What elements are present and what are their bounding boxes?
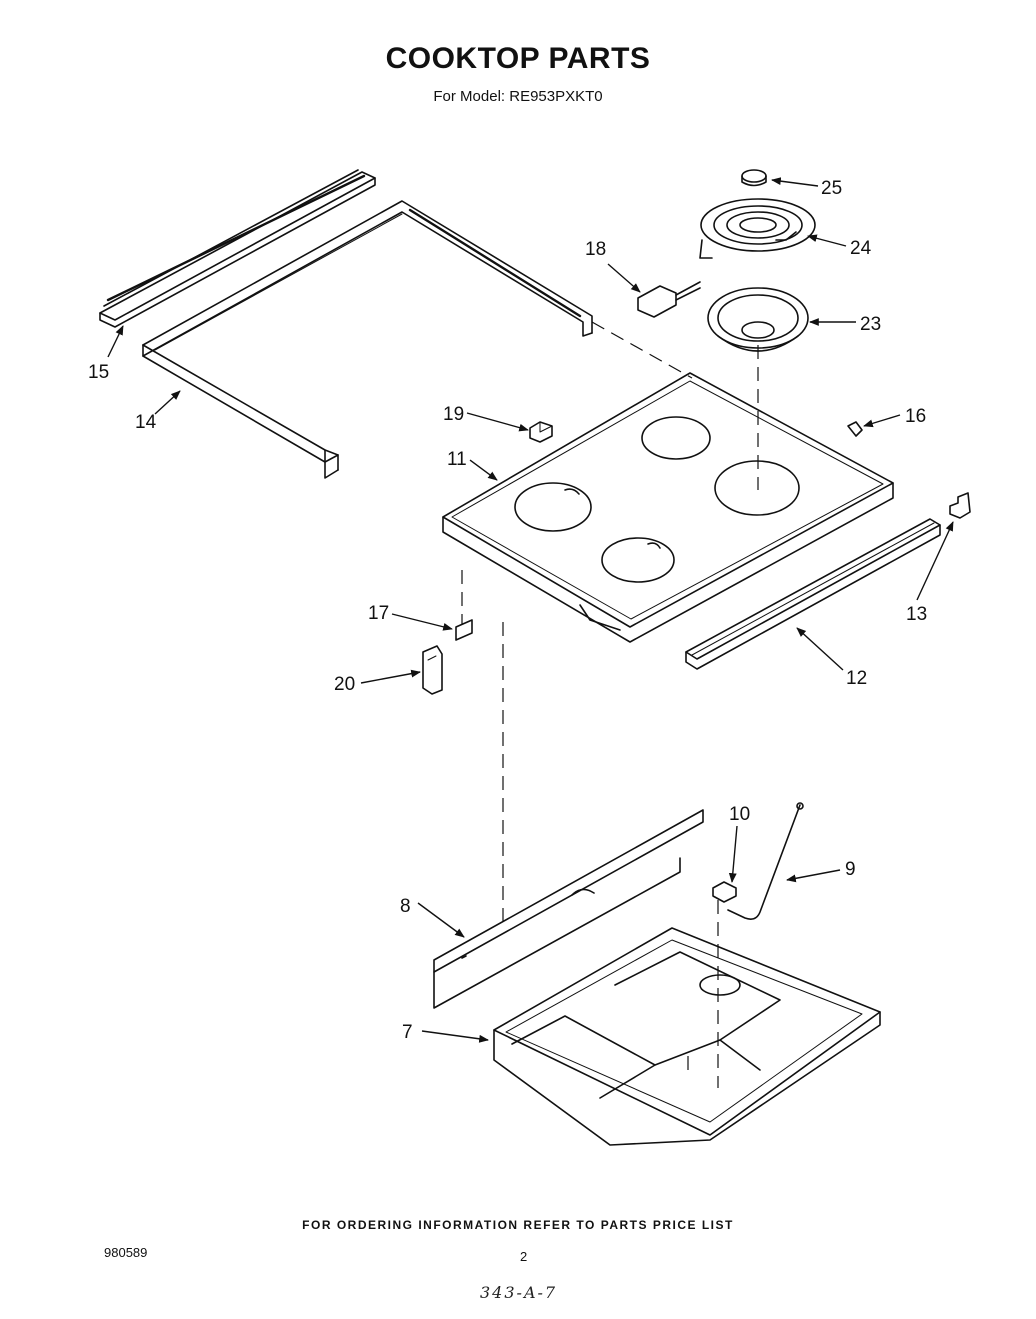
callout-17: 17 [368,603,389,624]
part-16-clip [847,421,863,437]
callout-12: 12 [846,668,867,689]
callout-15: 15 [88,362,109,383]
callout-19: 19 [443,404,464,425]
part-12-front-trim [685,518,941,670]
part-13-bracket [949,492,971,519]
callout-7: 7 [402,1022,413,1043]
part-10-clip [712,881,737,903]
callout-10: 10 [729,804,750,825]
part-25-cap [741,169,767,187]
callout-14: 14 [135,412,157,433]
model-subtitle: For Model: RE953PXKT0 [433,88,603,105]
part-11-cooktop [442,372,894,643]
part-9-rod [727,802,804,920]
callout-8: 8 [400,896,411,917]
part-8-rear-panel [433,809,704,1009]
callout-13: 13 [906,604,927,625]
alignment-guide-lines [461,321,759,1088]
part-17-bracket [455,619,473,641]
part-7-burner-box [493,927,881,1146]
callout-leader-lines [107,177,954,1043]
part-15-rear-trim [99,169,376,328]
ordering-info-note: FOR ORDERING INFORMATION REFER TO PARTS … [302,1218,734,1232]
callout-9: 9 [845,859,856,880]
part-14-frame-trim [142,200,593,479]
callout-labels: 25 24 23 18 16 19 11 13 12 17 20 15 14 8… [88,178,927,1043]
callout-18: 18 [585,239,606,260]
callout-11: 11 [447,449,467,470]
page-title: COOKTOP PARTS [385,42,651,75]
callout-25: 25 [821,178,842,199]
part-19-clip [529,421,553,443]
part-20-bracket [422,645,443,695]
callout-23: 23 [860,314,881,335]
part-24-surface-element [699,198,816,259]
callout-20: 20 [334,674,355,695]
handwritten-reference: 343-A-7 [480,1283,558,1302]
page-number: 2 [520,1249,528,1264]
callout-16: 16 [905,406,926,427]
part-18-terminal-block [637,281,701,318]
document-number: 980589 [104,1245,148,1260]
callout-24: 24 [850,238,872,259]
part-23-drip-bowl [707,287,809,352]
